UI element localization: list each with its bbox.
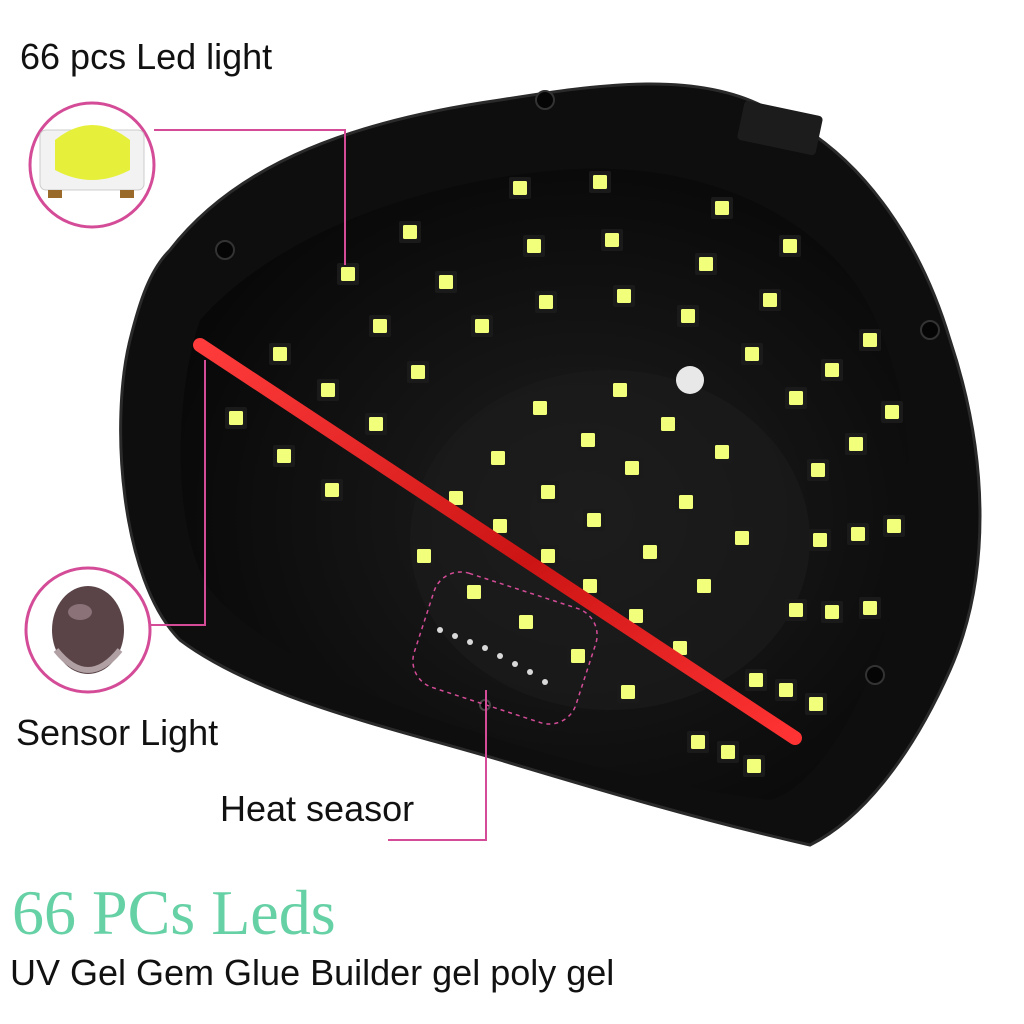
lamp-body xyxy=(119,82,982,847)
led-chip xyxy=(851,527,865,541)
led-chip xyxy=(887,519,901,533)
led-chip xyxy=(779,683,793,697)
led-chip xyxy=(605,233,619,247)
led-chip xyxy=(849,437,863,451)
led-chip xyxy=(809,697,823,711)
led-chip xyxy=(519,615,533,629)
led-chip xyxy=(583,579,597,593)
led-chip xyxy=(643,545,657,559)
led-chip xyxy=(321,383,335,397)
led-chip xyxy=(811,463,825,477)
led-chip xyxy=(715,201,729,215)
led-chip xyxy=(513,181,527,195)
led-chip xyxy=(229,411,243,425)
sensor-beam xyxy=(193,338,802,745)
led-chip xyxy=(449,491,463,505)
led-chip xyxy=(621,685,635,699)
headline: 66 PCs Leds xyxy=(12,877,336,948)
led-chip xyxy=(341,267,355,281)
led-chip xyxy=(403,225,417,239)
led-chip xyxy=(763,293,777,307)
led-chip xyxy=(699,257,713,271)
led-chip xyxy=(467,585,481,599)
led-chip xyxy=(541,485,555,499)
led-chip xyxy=(863,333,877,347)
led-chip xyxy=(681,309,695,323)
led-chip xyxy=(593,175,607,189)
led-array xyxy=(225,171,905,777)
led-chip xyxy=(825,605,839,619)
led-chip xyxy=(581,433,595,447)
led-chip xyxy=(277,449,291,463)
led-chip xyxy=(783,239,797,253)
led-chip xyxy=(587,513,601,527)
led-chip xyxy=(571,649,585,663)
led-chip xyxy=(721,745,735,759)
led-chip xyxy=(691,735,705,749)
led-chip xyxy=(527,239,541,253)
led-chip xyxy=(411,365,425,379)
led-chip xyxy=(863,601,877,615)
callout-led xyxy=(28,101,346,265)
led-chip xyxy=(491,451,505,465)
led-chip xyxy=(439,275,453,289)
led-chip xyxy=(885,405,899,419)
led-chip xyxy=(533,401,547,415)
sensor-light-label: Sensor Light xyxy=(16,712,219,753)
callout-sensor xyxy=(24,360,206,694)
led-chip xyxy=(493,519,507,533)
led-chip xyxy=(369,417,383,431)
callout-heat xyxy=(388,690,487,841)
led-chip xyxy=(697,579,711,593)
led-chip xyxy=(735,531,749,545)
led-chip xyxy=(629,609,643,623)
led-chip xyxy=(813,533,827,547)
led-chip xyxy=(539,295,553,309)
led-light-label: 66 pcs Led light xyxy=(20,36,273,77)
led-chip xyxy=(475,319,489,333)
led-chip xyxy=(373,319,387,333)
subline: UV Gel Gem Glue Builder gel poly gel xyxy=(10,952,615,993)
led-chip xyxy=(541,549,555,563)
led-chip xyxy=(745,347,759,361)
led-chip xyxy=(789,603,803,617)
led-chip xyxy=(679,495,693,509)
led-chip xyxy=(715,445,729,459)
heat-sensor-label: Heat seasor xyxy=(220,788,415,829)
led-chip xyxy=(749,673,763,687)
led-chip xyxy=(789,391,803,405)
led-chip xyxy=(825,363,839,377)
led-chip xyxy=(617,289,631,303)
led-chip xyxy=(625,461,639,475)
led-chip xyxy=(613,383,627,397)
led-chip xyxy=(747,759,761,773)
led-chip xyxy=(325,483,339,497)
led-chip xyxy=(661,417,675,431)
led-chip xyxy=(273,347,287,361)
led-chip xyxy=(417,549,431,563)
